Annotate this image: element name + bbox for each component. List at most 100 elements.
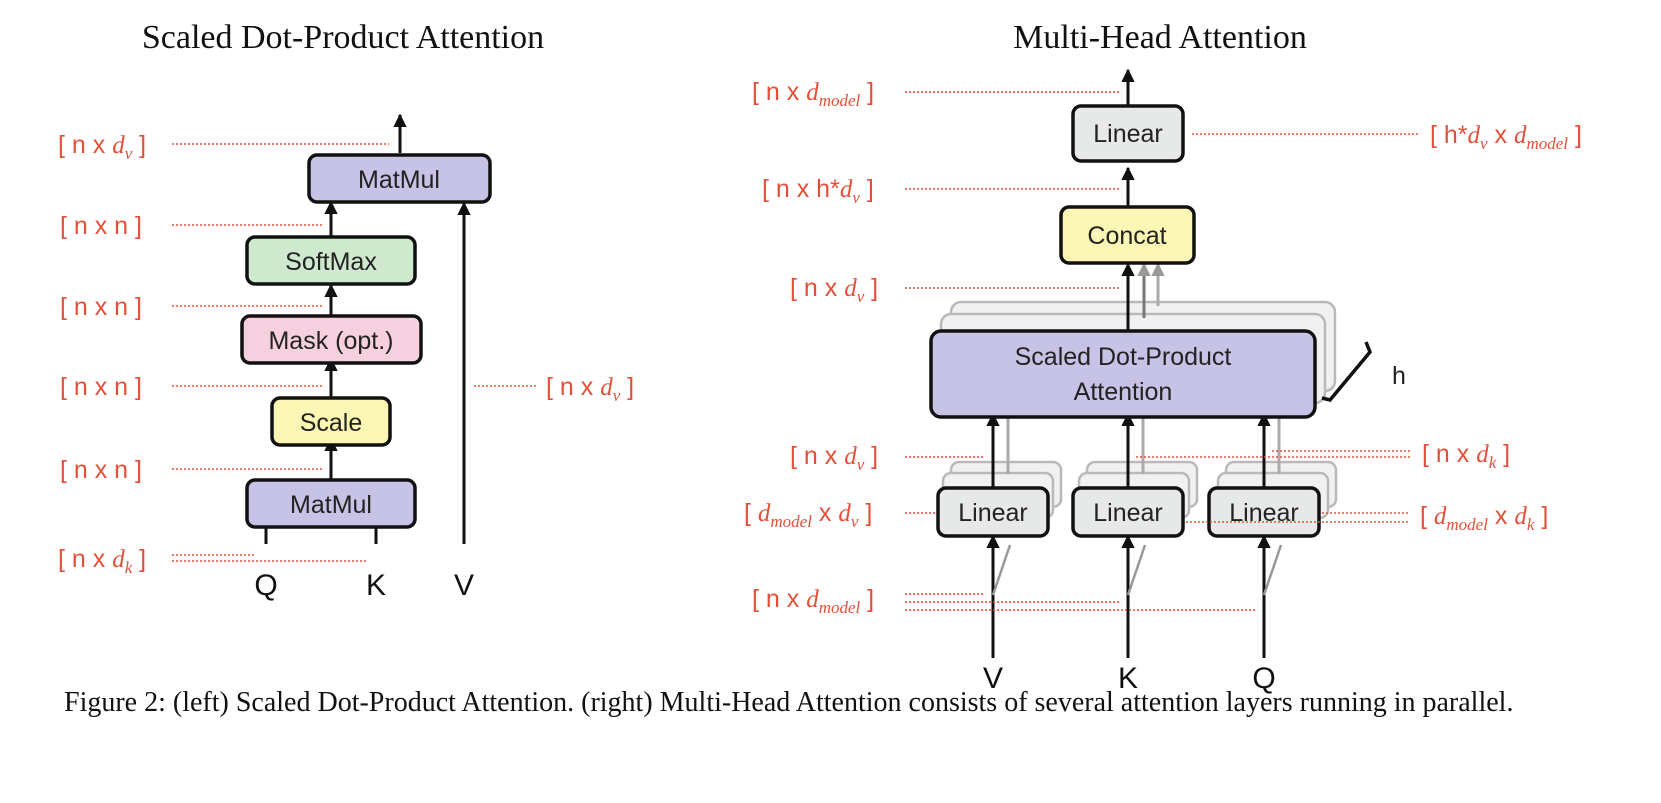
dim-wqk-sym2: d — [1514, 503, 1527, 530]
left-title: Scaled Dot-Product Attention — [142, 19, 544, 56]
softmax-label: SoftMax — [285, 248, 377, 276]
dim-linear-weight-mid: x — [1488, 121, 1514, 149]
linear-k-label: Linear — [1093, 499, 1163, 527]
dim-v-in-sub: v — [613, 386, 621, 405]
dim-v-proj-pre: [ n x — [790, 442, 844, 470]
dim-v-in-post: ] — [620, 373, 634, 401]
left-input-v: V — [454, 569, 474, 602]
dim-v-proj-post: ] — [864, 442, 878, 470]
dim-linear-weight-sym2: d — [1514, 122, 1527, 149]
dim-v-proj-sym: d — [844, 443, 857, 470]
linear-v-box: Linear — [936, 486, 1050, 538]
dim-head-out-post: ] — [864, 274, 878, 302]
dim-left-out: [ n x dv ] — [58, 131, 146, 163]
dim-inputs-pre: [ n x — [752, 585, 806, 613]
dim-concat-out-sym: d — [840, 176, 853, 203]
matmul-top-box: MatMul — [307, 153, 492, 204]
dim-qk-proj-sub: k — [1489, 453, 1497, 472]
dim-left-out-sub: v — [125, 144, 133, 163]
dim-inputs-post: ] — [860, 585, 874, 613]
left-input-k: K — [366, 569, 386, 602]
dim-wv-pre: [ — [744, 499, 758, 527]
dim-v-proj: [ n x dv ] — [790, 442, 878, 474]
scale-rect — [270, 396, 392, 447]
mask-box: Mask (opt.) — [240, 314, 423, 365]
dim-qk-proj: [ n x dk ] — [1422, 440, 1510, 472]
dim-qk-in-sub: k — [125, 558, 133, 577]
linear-k-rect — [1071, 486, 1185, 538]
right-input-v: V — [983, 662, 1003, 695]
dim-linear-weight-sub: v — [1480, 134, 1488, 153]
dim-qk-proj-pre: [ n x — [1422, 440, 1476, 468]
heads-bracket — [1321, 341, 1373, 402]
dim-qk-in-pre: [ n x — [58, 545, 112, 573]
linear-v-label: Linear — [958, 499, 1028, 527]
softmax-rect — [245, 235, 417, 286]
concat-label: Concat — [1087, 222, 1166, 250]
dim-mask-out: [ n x n ] — [60, 293, 142, 321]
dim-wv-post: ] — [858, 499, 872, 527]
dim-head-out: [ n x dv ] — [790, 274, 878, 306]
dim-linear-weight-sub2: model — [1526, 134, 1568, 153]
concat-box: Concat — [1059, 205, 1196, 265]
dim-v-in-sym: d — [600, 374, 613, 401]
dim-linear-weight-pre: [ h* — [1430, 121, 1468, 149]
matmul-top-rect — [307, 153, 492, 204]
dim-inputs-sym: d — [806, 586, 819, 613]
dim-left-out-sym: d — [112, 132, 125, 159]
mask-rect — [240, 314, 423, 365]
dim-head-out-sub: v — [857, 287, 865, 306]
right-input-q: Q — [1252, 662, 1275, 695]
linear-top-rect — [1071, 104, 1185, 163]
dim-concat-out-pre: [ n x h* — [762, 175, 840, 203]
k-fanout-line — [1126, 544, 1147, 596]
q-fanout-line — [1262, 544, 1283, 596]
dim-matmul-out: [ n x n ] — [60, 456, 142, 484]
dim-v-in-pre: [ n x — [546, 373, 600, 401]
right-diagram: Multi-Head Attention — [744, 19, 1582, 695]
dim-wqk-sub2: k — [1527, 515, 1535, 534]
dim-right-out-pre: [ n x — [752, 78, 806, 106]
dim-wv-sym: d — [758, 500, 771, 527]
dim-right-out: [ n x dmodel ] — [752, 78, 874, 110]
concat-rect — [1059, 205, 1196, 265]
attention-label-line2: Attention — [1074, 378, 1173, 406]
dim-wv-sym2: d — [838, 500, 851, 527]
v-fanout-line — [991, 544, 1012, 596]
dim-left-out-post: ] — [132, 131, 146, 159]
linear-v-rect — [936, 486, 1050, 538]
dim-wv-sub: model — [770, 512, 812, 531]
dim-qk-proj-post: ] — [1496, 440, 1510, 468]
matmul-bottom-box: MatMul — [245, 478, 417, 529]
dim-scale-out: [ n x n ] — [60, 373, 142, 401]
heads-label: h — [1392, 362, 1406, 390]
linear-q-box: Linear — [1207, 486, 1321, 538]
attention-rect — [929, 329, 1317, 419]
linear-k-box: Linear — [1071, 486, 1185, 538]
dim-right-out-sub: model — [819, 91, 861, 110]
scale-label: Scale — [300, 409, 363, 437]
right-title: Multi-Head Attention — [1013, 19, 1307, 56]
dim-concat-out-sub: v — [852, 188, 860, 207]
dim-qk-in-sym: d — [112, 546, 125, 573]
mask-label: Mask (opt.) — [268, 327, 393, 355]
softmax-box: SoftMax — [245, 235, 417, 286]
dim-right-out-post: ] — [860, 78, 874, 106]
dim-v-proj-sub: v — [857, 455, 865, 474]
attention-box: Scaled Dot-Product Attention — [929, 329, 1317, 419]
dim-wqk-post: ] — [1534, 502, 1548, 530]
dim-wqk: [ dmodel x dk ] — [1420, 502, 1548, 534]
dim-wv-sub2: v — [851, 512, 859, 531]
attention-label-line1: Scaled Dot-Product — [1015, 343, 1232, 371]
dim-wqk-sub: model — [1446, 515, 1488, 534]
dim-wqk-mid: x — [1488, 502, 1514, 530]
dim-qk-proj-sym: d — [1476, 441, 1489, 468]
right-input-k: K — [1118, 662, 1138, 695]
dim-v-in: [ n x dv ] — [546, 373, 634, 405]
dim-concat-out: [ n x h*dv ] — [762, 175, 874, 207]
dim-wv: [ dmodel x dv ] — [744, 499, 872, 531]
dim-right-out-sym: d — [806, 79, 819, 106]
dim-head-out-sym: d — [844, 275, 857, 302]
dim-wqk-sym: d — [1434, 503, 1447, 530]
